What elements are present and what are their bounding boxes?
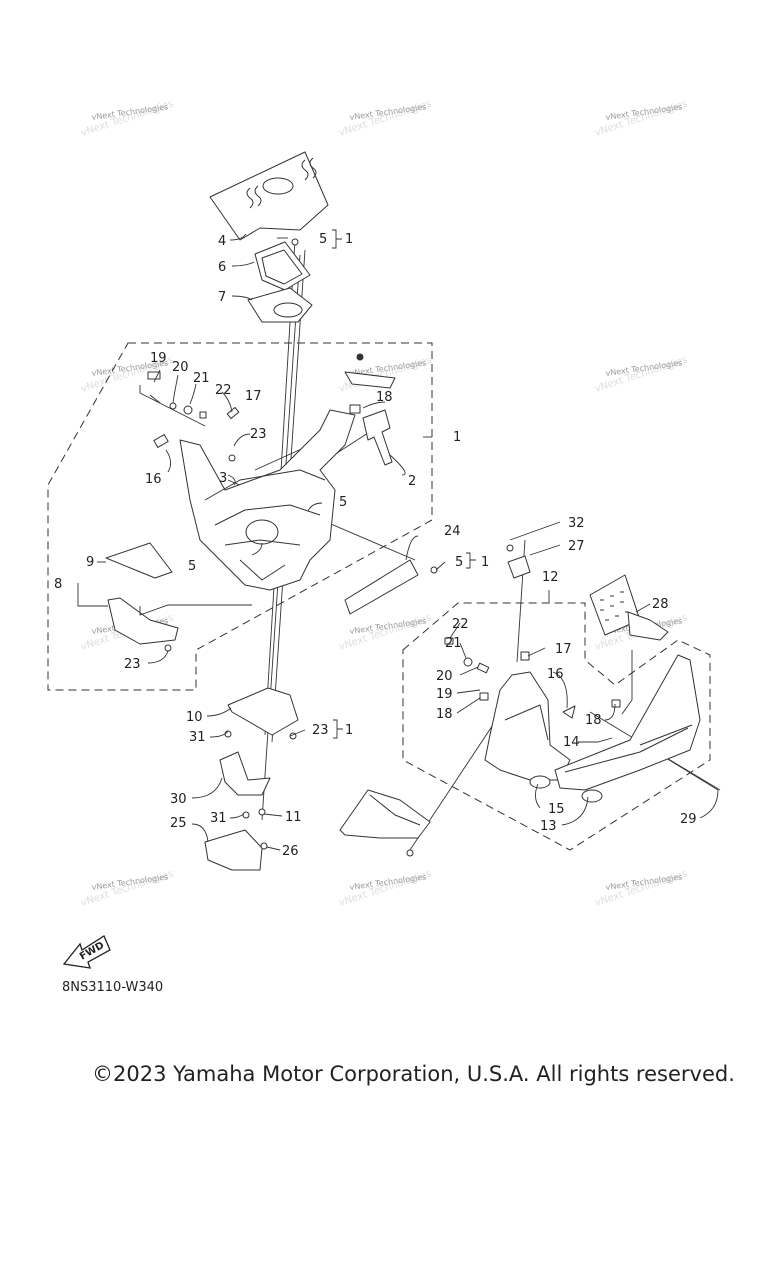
callout-16b: 16 (547, 667, 564, 682)
callout-18: 18 (376, 390, 393, 405)
part-17-clip-right (520, 651, 530, 661)
callout-27: 27 (568, 539, 585, 554)
callout-5d: 5 (455, 555, 463, 570)
callout-22b: 22 (452, 617, 469, 632)
part-27-holder (507, 555, 531, 579)
part-30-bracket (219, 751, 271, 796)
part-19-screw (147, 371, 161, 380)
part-17-clip (226, 406, 240, 420)
callout-11: 11 (285, 810, 302, 825)
callout-5: 5 (319, 232, 327, 247)
callout-24: 24 (444, 524, 461, 539)
part-7-plate (247, 287, 313, 323)
callout-10: 10 (186, 710, 203, 725)
callout-12: 12 (542, 570, 559, 585)
callout-28: 28 (652, 597, 669, 612)
assembly-outline-12 (402, 602, 711, 851)
callout-25: 25 (170, 816, 187, 831)
part-16-fastener (153, 434, 169, 448)
parts (105, 151, 701, 871)
assembly-outlines (47, 342, 711, 851)
callout-31: 31 (189, 730, 206, 745)
callout-1d: 1 (345, 723, 353, 738)
callout-22: 22 (215, 383, 232, 398)
callout-9: 9 (86, 555, 94, 570)
fwd-arrow-icon: FWD (62, 935, 111, 969)
part-16-fastener-right (562, 705, 576, 719)
parts-diagram: vNext Technologies vNext Technologies vN… (47, 99, 721, 969)
callout-1: 1 (345, 232, 353, 247)
top-right-stay (344, 371, 396, 389)
part-9-cover (105, 542, 173, 579)
part-18-clip-right (479, 692, 489, 701)
callout-15: 15 (548, 802, 565, 817)
callout-1b: 1 (453, 430, 461, 445)
part-21-washer (183, 405, 193, 415)
copyright-notice: ©2023 Yamaha Motor Corporation, U.S.A. A… (92, 1062, 735, 1086)
callout-17b: 17 (555, 642, 572, 657)
callout-13: 13 (540, 819, 557, 834)
callouts: 4 5 1 6 7 19 20 21 22 17 18 23 1 16 3 2 … (54, 232, 697, 859)
callout-23c: 23 (312, 723, 329, 738)
callout-16: 16 (145, 472, 162, 487)
part-8-sub-panel (107, 597, 179, 645)
callout-6: 6 (218, 260, 226, 275)
callout-5b: 5 (339, 495, 347, 510)
part-18-clip-left (349, 404, 361, 414)
diagram-code: 8NS3110-W340 (62, 980, 164, 995)
part-15-lens (529, 775, 551, 789)
callout-29: 29 (680, 812, 697, 827)
callout-17: 17 (245, 389, 262, 404)
part-28-bracket (627, 611, 669, 641)
callout-2: 2 (408, 474, 416, 489)
callout-32: 32 (568, 516, 585, 531)
callout-30: 30 (170, 792, 187, 807)
callout-leaders (77, 229, 719, 851)
callout-14: 14 (563, 735, 580, 750)
callout-21: 21 (193, 371, 210, 386)
callout-8: 8 (54, 577, 62, 592)
part-13-lens (581, 789, 603, 803)
watermarks: vNext Technologies vNext Technologies vN… (80, 99, 689, 909)
part-24-strip (344, 559, 419, 615)
part-4-top-panel (209, 151, 329, 241)
part-22-nut (199, 411, 207, 419)
callout-23: 23 (250, 427, 267, 442)
callout-20: 20 (172, 360, 189, 375)
part-25-guard (204, 829, 263, 871)
part-2-bracket (362, 409, 393, 466)
callout-18b: 18 (436, 707, 453, 722)
assembly-outline-1 (47, 342, 433, 691)
callout-21b: 21 (445, 636, 462, 651)
callout-23b: 23 (124, 657, 141, 672)
callout-18c: 18 (585, 713, 602, 728)
part-14-side-panel (554, 654, 701, 791)
part-6-gasket (254, 241, 311, 291)
lower-bracket (339, 789, 431, 839)
callout-26: 26 (282, 844, 299, 859)
part-32-screw (506, 544, 514, 552)
callout-5c: 5 (188, 559, 196, 574)
callout-19: 19 (150, 351, 167, 366)
callout-3: 3 (219, 471, 227, 486)
part-20-washer (169, 402, 177, 410)
callout-31b: 31 (210, 811, 227, 826)
callout-4: 4 (218, 234, 226, 249)
callout-7: 7 (218, 290, 226, 305)
callout-19b: 19 (436, 687, 453, 702)
part-3-front-cowl (179, 409, 356, 591)
callout-20b: 20 (436, 669, 453, 684)
part-10-panel (227, 687, 299, 736)
part-12-inner-cover (484, 671, 571, 781)
callout-1c: 1 (481, 555, 489, 570)
